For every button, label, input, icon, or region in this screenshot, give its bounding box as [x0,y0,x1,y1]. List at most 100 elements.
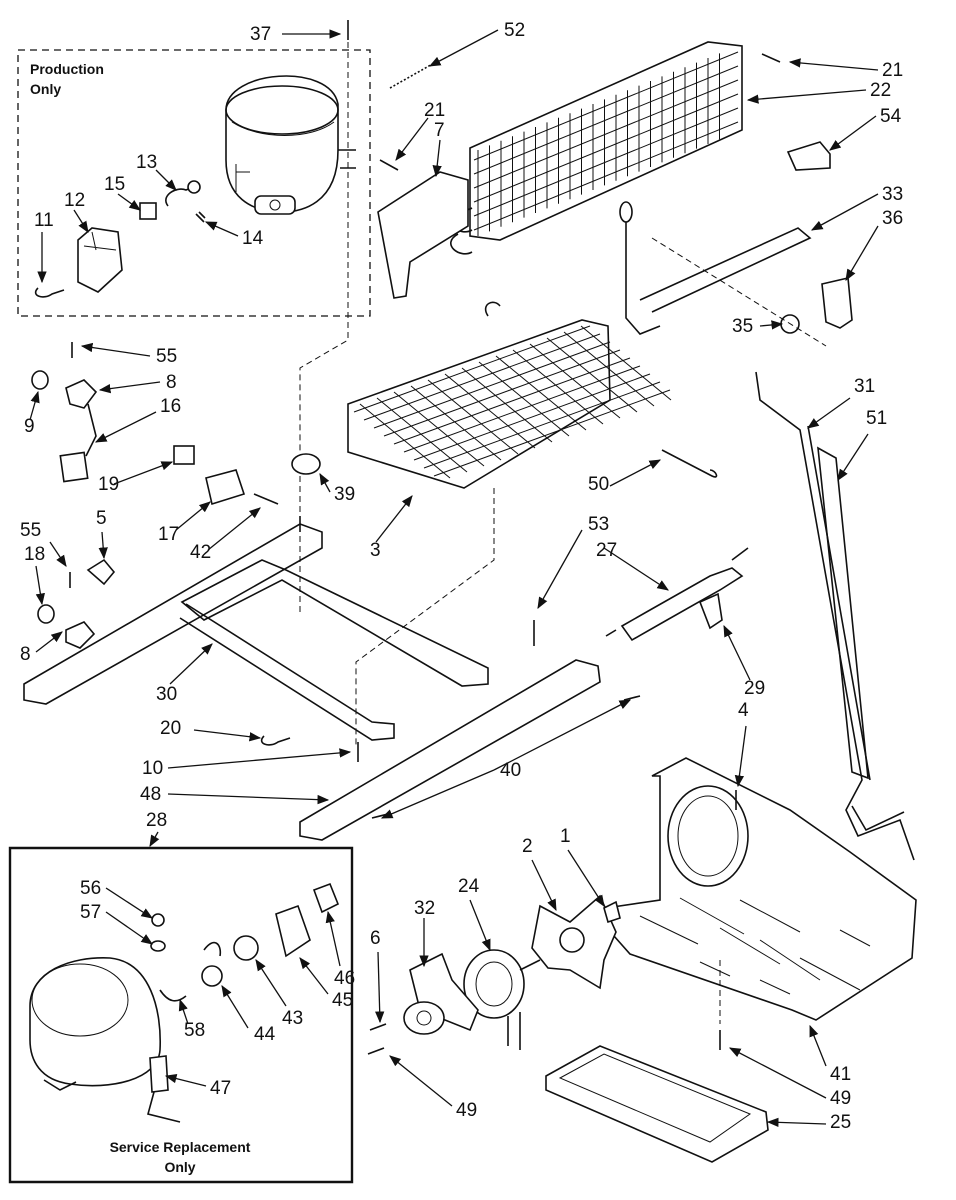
condenser-tube [473,51,739,161]
leader-arrow-40 [493,699,632,771]
part-6-screw [369,1023,387,1031]
leader-arrow-20 [193,729,262,742]
evaporator-coil [347,301,672,489]
leader-arrow-25 [766,1117,827,1128]
part-8-lower [65,621,96,649]
condenser-tube [473,93,739,203]
label-part-58: 58 [184,1020,205,1041]
leader-arrow-5 [98,531,108,560]
part-33-tube [619,201,812,335]
label-part-32: 32 [414,898,435,919]
part-58 [159,989,187,1002]
condenser-tube [473,65,739,175]
part-21-screw-left [379,159,399,171]
leader-arrow-45 [299,957,329,995]
leader-arrow-14 [204,221,239,237]
label-part-25: 25 [830,1112,851,1133]
label-part-21a: 21 [882,60,903,81]
leader-arrow-40-1 [380,769,495,819]
label-part-45: 45 [332,990,353,1011]
leader-arrow-18 [35,565,45,606]
leader-arrow-19 [113,461,174,485]
label-part-56: 56 [80,878,101,899]
label-part-15: 15 [104,174,125,195]
leader-arrow-30 [169,643,213,685]
evaporator-wire [427,379,519,455]
label-part-7: 7 [434,120,445,141]
leader-arrow-31 [807,397,851,429]
label-part-46: 46 [334,968,355,989]
label-part-55b: 55 [20,520,41,541]
part-56-nut [151,913,165,927]
leader-arrow-56 [105,887,153,919]
part-16-harness [59,403,97,483]
part-17 [205,469,246,506]
label-part-8a: 8 [166,372,177,393]
evaporator-wire [444,373,536,449]
label-part-17: 17 [158,524,179,545]
part-47-capacitor [149,1055,169,1093]
evaporator-tube [413,373,651,461]
part-2-fan-blade [531,894,617,990]
leader-arrow-8b [35,631,63,653]
label-part-28: 28 [146,810,167,831]
leader-arrow-2 [531,859,557,912]
part-32-bracket [403,952,479,1035]
evaporator-wire [495,355,587,431]
leader-arrow-58 [178,998,189,1025]
part-40-screw-upper [623,695,641,701]
leader-arrow-55a [80,342,151,357]
part-52-spring [389,61,437,89]
evaporator-wire [478,361,570,437]
label-part-11: 11 [34,210,54,231]
part-19 [173,445,195,465]
part-14 [195,211,206,223]
label-part-40: 40 [500,760,521,781]
leader-arrow-6 [375,951,385,1024]
leader-arrow-53 [537,529,583,610]
evaporator-wire [563,331,655,407]
label-part-16: 16 [160,396,181,417]
part-48-rail [299,659,601,841]
label-part-20: 20 [160,718,181,739]
label-part-19: 19 [98,474,119,495]
evaporator-wire [461,367,553,443]
evaporator-tube [393,357,631,445]
label-part-49b: 49 [830,1088,851,1109]
leader-arrow-51 [837,433,869,481]
leader-arrow-42 [207,507,261,551]
part-44-wire [203,941,222,957]
leader-arrow-57 [105,911,153,945]
part-9 [31,370,49,390]
part-29-clip [698,592,723,630]
part-39-grommet [291,453,321,475]
label-part-53: 53 [588,514,609,535]
part-57-washer [150,940,166,952]
part-47-lead [147,1091,181,1123]
part-31-tube [755,371,915,861]
production-only-box: Production Only [17,49,371,317]
label-part-36: 36 [882,208,903,229]
label-part-55a: 55 [156,346,177,367]
evaporator-tube [423,381,661,469]
leader-arrow-28 [149,831,160,848]
leader-arrow-7 [432,139,442,178]
leader-arrow-3 [375,495,413,543]
label-part-18: 18 [24,544,45,565]
leader-arrow-24 [469,899,491,952]
service-replacement-box: Service Replacement Only [8,846,354,1184]
leader-arrow-10 [167,748,352,769]
label-part-33: 33 [882,184,903,205]
evaporator-wire [580,325,672,401]
part-45-cover [275,904,311,958]
part-44-ring [201,965,223,987]
label-part-10: 10 [142,758,163,779]
leader-arrow-41 [809,1024,827,1067]
part-18 [37,604,55,624]
evaporator-wire [393,391,485,467]
part-1-clip [603,900,621,924]
evaporator-wire [359,403,451,479]
part-42-screw [253,493,279,505]
condenser-tube [473,107,739,217]
